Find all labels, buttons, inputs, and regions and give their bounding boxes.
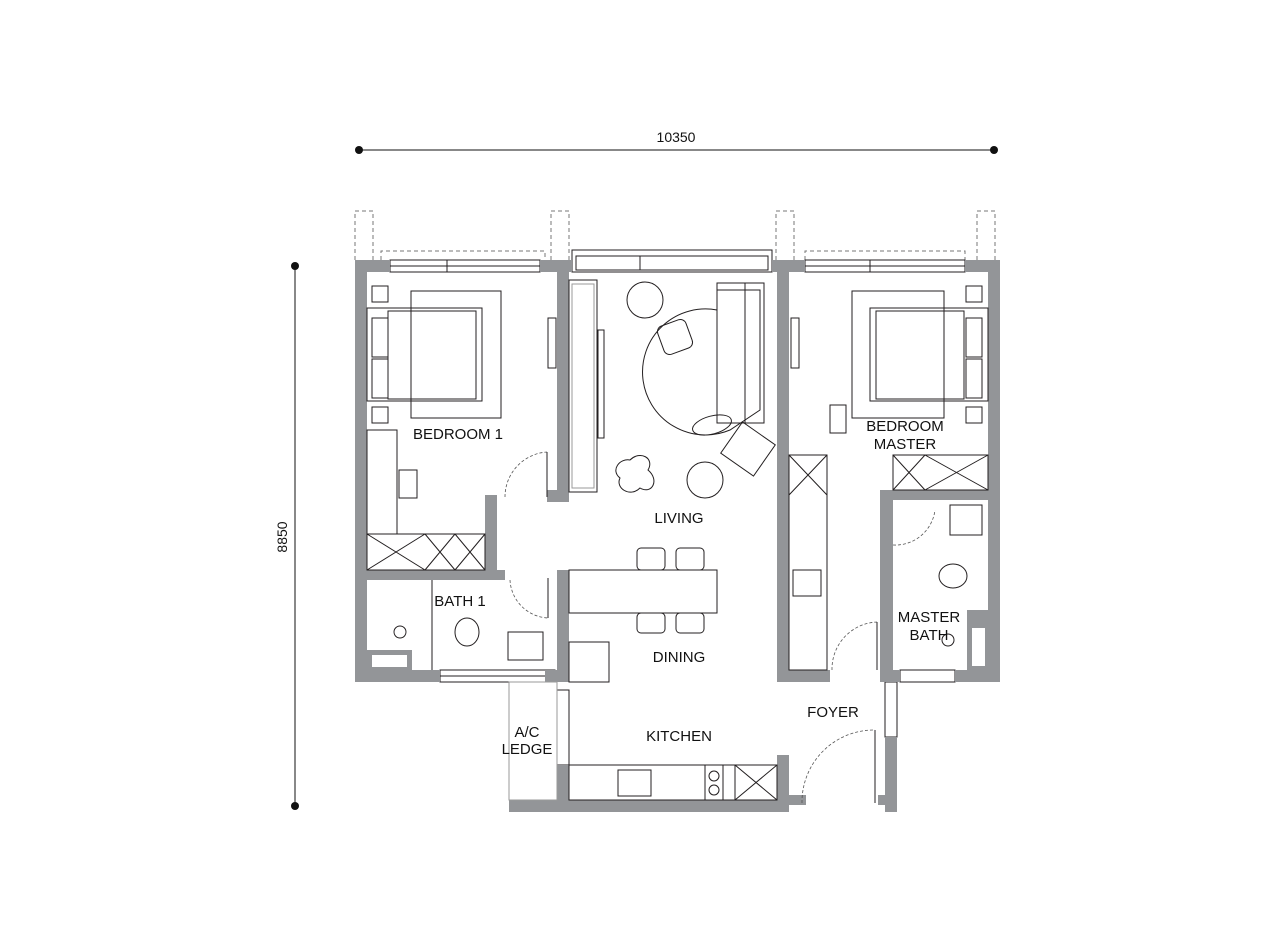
master-basin-icon [949,504,983,536]
stove-icon [704,764,724,801]
wardrobe-icon [366,533,486,571]
room-labels: BEDROOM 1 LIVING BEDROOM MASTER BATH 1 D… [413,418,960,758]
kitchen-counter-icon [568,764,778,801]
master-wardrobe-icon [892,454,989,491]
label-bedroom-master-1: BEDROOM [866,418,944,435]
chair-icon [398,469,418,499]
label-master-bath-2: BATH [910,627,949,644]
height-dimension: 8850 [274,262,299,810]
master-furniture [790,285,989,647]
label-ac-ledge-1: A/C [514,724,539,741]
person-icon [692,414,732,436]
label-bedroom-master-2: MASTER [874,436,937,453]
dining-furniture [568,454,878,804]
toilet-icon [454,617,480,647]
shower-icon [393,625,407,639]
width-dimension-label: 10350 [657,129,696,145]
label-kitchen: KITCHEN [646,728,712,745]
bath1-fixtures [393,578,549,670]
sink-icon [617,769,652,797]
rug-icon [615,455,655,493]
bedroom1-furniture [366,285,557,571]
label-living: LIVING [654,510,703,527]
ottoman-icon [686,461,724,499]
bed-icon [387,310,477,400]
master-toilet-icon [938,563,968,589]
column-outlines [354,210,996,260]
bedroom1-door-icon [504,451,548,498]
desk-icon [366,429,398,535]
width-dimension: 10350 [355,129,998,154]
entrance-door-icon [801,729,876,804]
sofa-icon [568,279,598,493]
walls [355,260,1000,812]
round-rug-icon [642,289,761,436]
label-dining: DINING [653,649,706,666]
fridge-icon [734,764,778,801]
label-bath1: BATH 1 [434,593,485,610]
lounge-chair-icon [626,281,664,319]
height-dimension-label: 8850 [274,521,290,552]
master-bed-icon [875,310,965,400]
label-master-bath-1: MASTER [898,609,961,626]
tv-console-icon [597,329,605,439]
label-bedroom1: BEDROOM 1 [413,426,503,443]
label-foyer: FOYER [807,704,859,721]
label-ac-ledge-2: LEDGE [502,741,553,758]
dining-table-icon [568,569,718,614]
living-furniture [568,279,776,499]
master-counter-icon [788,454,828,671]
basin-icon [507,631,544,661]
